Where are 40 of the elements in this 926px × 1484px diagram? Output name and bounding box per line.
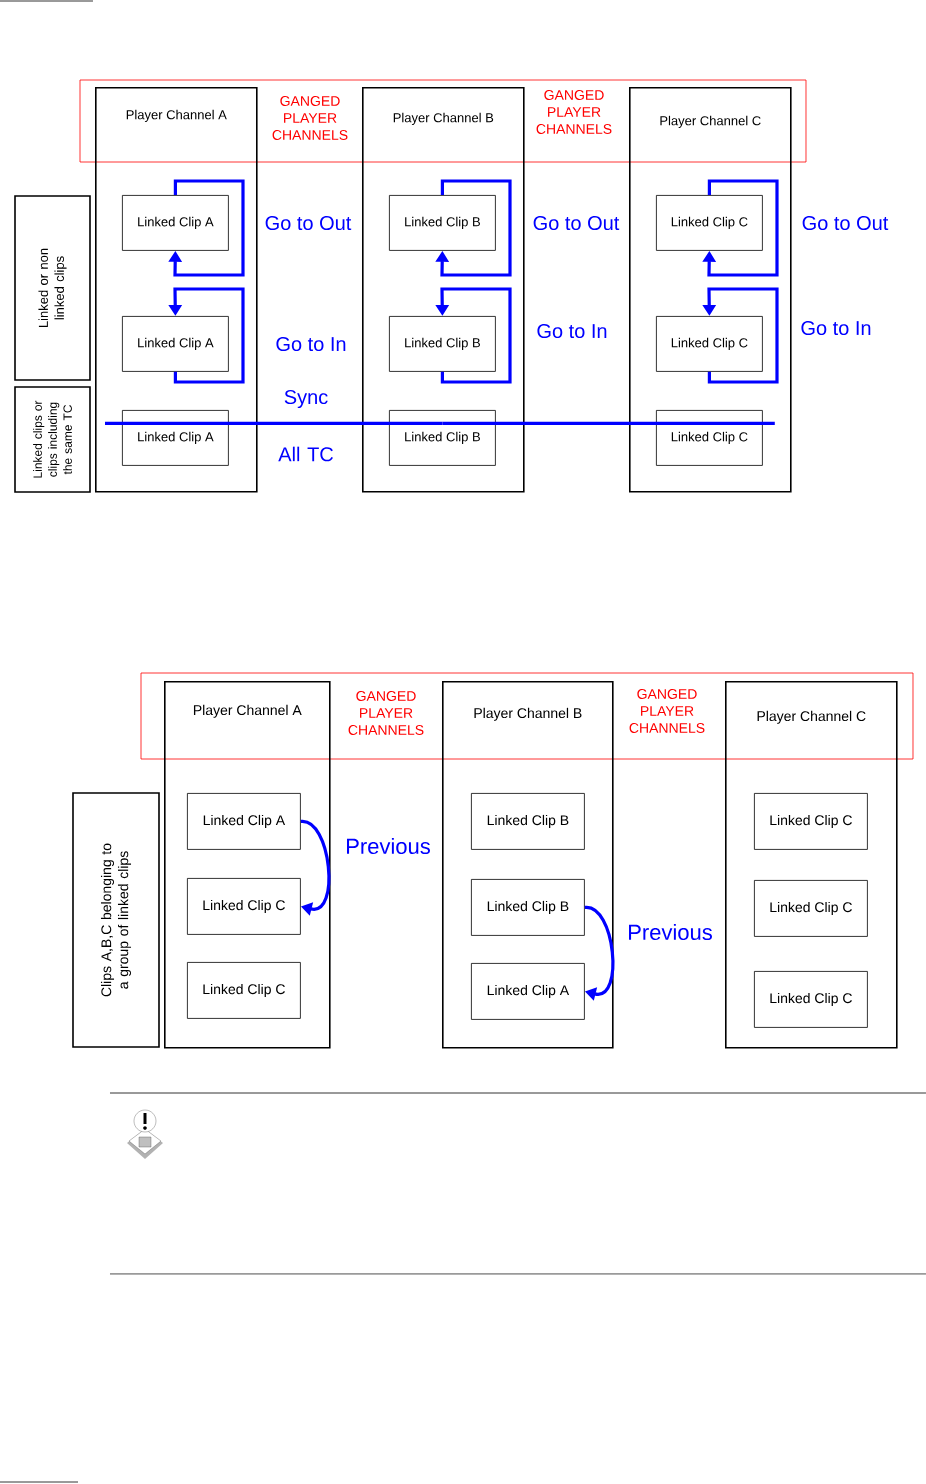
- clip-box: Linked Clip C: [656, 410, 763, 466]
- arrow: [300, 819, 331, 916]
- label-text: Sync: [284, 389, 328, 409]
- label-text: GANGED PLAYER CHANNELS: [536, 90, 612, 134]
- side-box: Clips A,B,C belonging to a group of linked clips: [72, 792, 160, 1048]
- arrow: [584, 905, 615, 1001]
- clip-box: Linked Clip C: [656, 195, 763, 251]
- edge-label: Previous: [626, 922, 714, 942]
- label-text: GANGED PLAYER CHANNELS: [348, 691, 424, 735]
- clip-box: Linked Clip C: [187, 878, 301, 935]
- side-box: Linked or non linked clips: [14, 195, 91, 381]
- clip-box: Linked Clip A: [122, 410, 229, 466]
- edge-label: Go to In: [535, 322, 609, 340]
- clip-box: Linked Clip A: [122, 316, 229, 372]
- side-box: Linked clips or clips including the same TC: [14, 386, 91, 493]
- clip-box: Linked Clip C: [656, 316, 763, 372]
- edge-label: Go to In: [274, 335, 348, 353]
- clip-box: Linked Clip A: [471, 963, 585, 1020]
- edge-label: Go to Out: [263, 214, 353, 232]
- edge-label: Previous: [344, 836, 432, 856]
- arrow: [168, 179, 245, 277]
- clip-box: Linked Clip A: [187, 793, 301, 850]
- edge-label: Go to Out: [800, 214, 890, 232]
- arrow: [435, 179, 512, 277]
- clip-box: Linked Clip B: [389, 410, 496, 466]
- clip-box: Linked Clip B: [389, 316, 496, 372]
- label-text: GANGED PLAYER CHANNELS: [272, 96, 348, 140]
- clip-box: Linked Clip B: [471, 793, 585, 850]
- clip-box: Linked Clip C: [754, 880, 868, 937]
- edge-label: Go to Out: [531, 214, 621, 232]
- clip-box: Linked Clip C: [754, 971, 868, 1028]
- clip-box: Linked Clip A: [122, 195, 229, 251]
- clip-box: Linked Clip C: [187, 962, 301, 1019]
- edge-label: Go to In: [799, 319, 873, 337]
- clip-box: Linked Clip C: [754, 793, 868, 850]
- label-text: All TC: [278, 446, 333, 462]
- label-text: GANGED PLAYER CHANNELS: [629, 689, 705, 733]
- clip-box: Linked Clip B: [389, 195, 496, 251]
- clip-box: Linked Clip B: [471, 879, 585, 936]
- arrow: [702, 179, 779, 277]
